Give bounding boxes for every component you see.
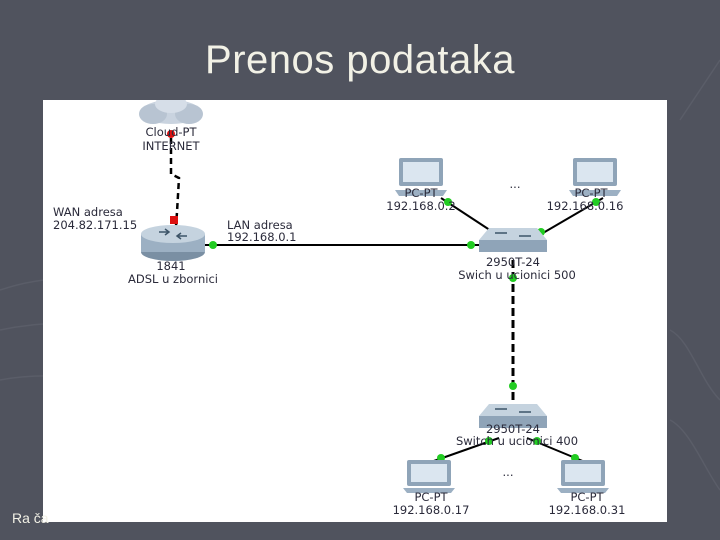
pc1-ip: 192.168.0.2 [386,199,456,213]
wan-address-ip: 204.82.171.15 [53,218,137,232]
link-light-up [533,437,541,445]
switch-bottom-name: Switch u ucionici 400 [456,434,578,448]
switch-icon [479,228,547,252]
more-pcs-ellipsis-bottom: ... [503,465,514,479]
cloud-subtitle: INTERNET [142,139,200,153]
router-model: 1841 [156,259,185,273]
pc3-ip: 192.168.0.17 [393,503,470,517]
pc1-type: PC-PT [404,186,438,200]
pc2-ip: 192.168.0.16 [547,199,624,213]
switch-bottom-model: 2950T-24 [486,422,540,436]
link-light-up [592,198,600,206]
more-pcs-ellipsis-top: ... [510,177,521,191]
switch-top-model: 2950T-24 [486,255,540,269]
pc3-type: PC-PT [414,490,448,504]
pc-icon [569,158,621,196]
link-light-up [467,241,475,249]
pc2-type: PC-PT [574,186,608,200]
cloud-name: Cloud-PT [146,125,198,139]
pc-icon [557,460,609,493]
slide-title: Prenos podataka [205,38,515,82]
link-light-up [444,198,452,206]
switch-top-name: Swich u ucionici 500 [458,268,576,282]
link-light-up [485,437,493,445]
pc4-ip: 192.168.0.31 [549,503,626,517]
pc4-type: PC-PT [570,490,604,504]
link-light-up [209,241,217,249]
router-name: ADSL u zbornici [128,272,218,286]
link-light-up [509,274,517,282]
network-diagram: Cloud-PT INTERNET WAN adresa 204.82.171.… [43,100,667,522]
cloud-icon [139,100,203,124]
footer-text: Ra ča [12,510,49,526]
switch-icon [479,404,547,428]
pc-icon [395,158,447,196]
router-icon [141,225,205,261]
lan-address-label: LAN adresa [227,218,293,232]
lan-address-ip: 192.168.0.1 [227,230,297,244]
link-light-down [167,130,175,138]
link-status-lights [167,130,600,462]
pc-icon [403,460,455,493]
link-light-down [170,216,178,224]
wan-address-label: WAN adresa [53,205,123,219]
link-light-up [509,382,517,390]
link-cloud-router [169,138,181,241]
